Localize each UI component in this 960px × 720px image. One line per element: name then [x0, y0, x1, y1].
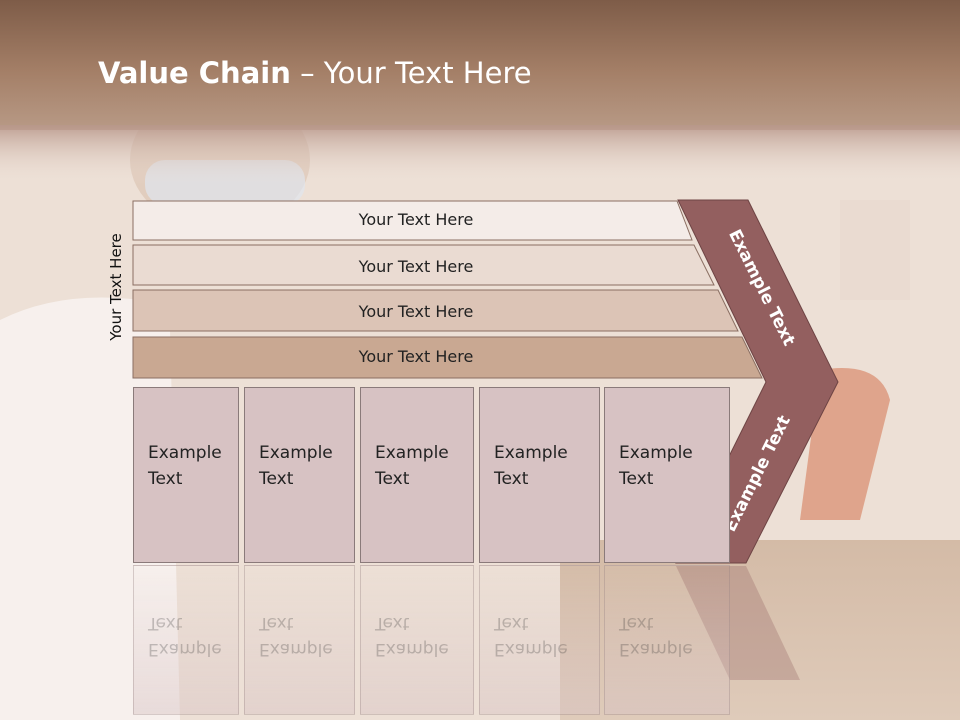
box-4-reflection: Example Text	[479, 565, 600, 715]
box-2-reflection-line2: Text	[259, 613, 294, 633]
box-1-line2: Text	[148, 469, 183, 489]
box-5-reflection: Example Text	[604, 565, 730, 715]
box-4-line2: Text	[494, 469, 529, 489]
box-2-line1: Example	[259, 443, 333, 463]
box-2-reflection-line1: Example	[259, 639, 333, 659]
title-rest: – Your Text Here	[290, 56, 532, 90]
box-1-reflection-line1: Example	[148, 639, 222, 659]
value-chain-row-4: Your Text Here	[132, 336, 763, 379]
row-3-label: Your Text Here	[358, 302, 474, 321]
value-chain-row-2: Your Text Here	[132, 244, 715, 286]
box-5-line1: Example	[619, 443, 693, 463]
value-chain-row-3: Your Text Here	[132, 289, 739, 332]
box-3-line2: Text	[375, 469, 410, 489]
box-4-line1: Example	[494, 443, 568, 463]
row-4-label: Your Text Here	[358, 347, 474, 366]
activity-box-4: Example Text	[479, 387, 600, 563]
box-3-reflection-line2: Text	[375, 613, 410, 633]
value-chain-row-1: Your Text Here	[132, 200, 693, 241]
activity-box-3: Example Text	[360, 387, 474, 563]
box-3-reflection: Example Text	[360, 565, 474, 715]
row-2-label: Your Text Here	[358, 257, 474, 276]
box-5-reflection-line1: Example	[619, 639, 693, 659]
box-1-reflection-line2: Text	[148, 613, 183, 633]
box-4-reflection-line1: Example	[494, 639, 568, 659]
chevron-arrow-reflection	[676, 566, 800, 680]
box-4-reflection-line2: Text	[494, 613, 529, 633]
activity-box-5: Example Text	[604, 387, 730, 563]
box-2-reflection: Example Text	[244, 565, 355, 715]
box-5-line2: Text	[619, 469, 654, 489]
box-1-reflection: Example Text	[133, 565, 239, 715]
box-2-line2: Text	[259, 469, 294, 489]
box-1-line1: Example	[148, 443, 222, 463]
activity-box-1: Example Text	[133, 387, 239, 563]
activity-box-2: Example Text	[244, 387, 355, 563]
title-bold: Value Chain	[98, 56, 291, 90]
box-5-reflection-line2: Text	[619, 613, 654, 633]
box-3-reflection-line1: Example	[375, 639, 449, 659]
box-3-line1: Example	[375, 443, 449, 463]
page-title: Value Chain – Your Text Here	[98, 56, 532, 90]
row-1-label: Your Text Here	[358, 210, 474, 229]
